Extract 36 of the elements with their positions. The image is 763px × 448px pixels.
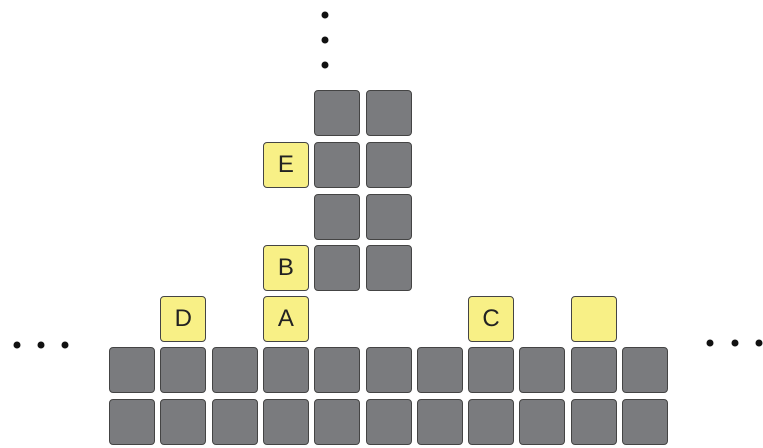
blank-highlighted-tile <box>570 296 617 342</box>
lettered-tile: A <box>262 296 309 342</box>
square-tile <box>109 347 155 393</box>
square-tile <box>570 347 617 393</box>
square-tile <box>109 399 155 445</box>
square-tile <box>570 399 617 445</box>
square-tile <box>519 399 566 445</box>
square-tile <box>416 399 463 445</box>
square-tile <box>622 399 668 445</box>
lettered-tile: B <box>262 245 309 291</box>
lettered-tile: E <box>262 142 309 188</box>
square-tile <box>622 347 668 393</box>
square-tile <box>262 347 309 393</box>
square-tile <box>366 194 412 240</box>
square-tile <box>366 90 412 136</box>
square-tile <box>314 90 360 136</box>
square-tile <box>314 347 360 393</box>
square-tile <box>314 399 360 445</box>
square-tile <box>366 399 412 445</box>
square-tile <box>314 142 360 188</box>
lettered-tile: D <box>160 296 206 342</box>
square-tile <box>212 399 258 445</box>
square-tile <box>160 347 206 393</box>
square-tile <box>519 347 566 393</box>
square-tile <box>212 347 258 393</box>
square-tile <box>468 347 514 393</box>
square-tile <box>468 399 514 445</box>
square-tile <box>314 194 360 240</box>
square-tile <box>366 245 412 291</box>
square-tile <box>416 347 463 393</box>
square-tile <box>366 142 412 188</box>
square-tile <box>160 399 206 445</box>
square-tile <box>314 245 360 291</box>
square-tile <box>262 399 309 445</box>
lettered-tile: C <box>468 296 514 342</box>
square-tile <box>366 347 412 393</box>
